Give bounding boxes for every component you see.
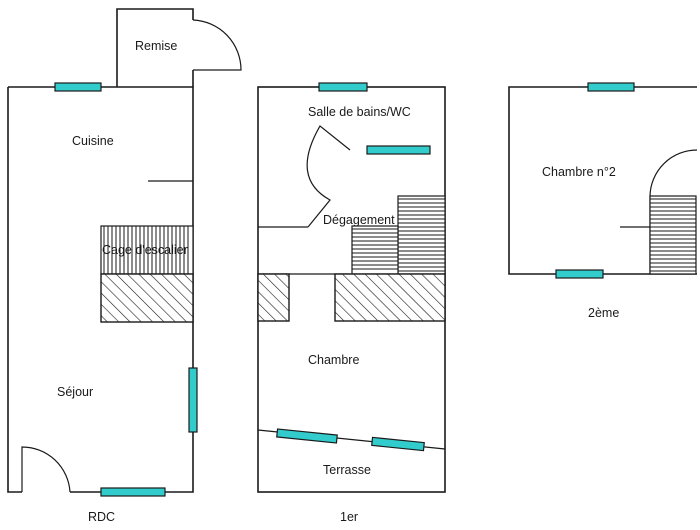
first-floor-plan: Salle de bains/WC Dégagement Chambre Ter… (257, 82, 446, 524)
first-hatched-left (257, 273, 290, 322)
caption-1er: 1er (340, 510, 358, 524)
label-cage-escalier: Cage d'escalier (102, 243, 188, 257)
rdc-window-bottom (100, 487, 166, 497)
caption-2eme: 2ème (588, 306, 619, 320)
bathroom-door (306, 125, 351, 228)
label-sejour: Séjour (57, 385, 93, 399)
remise-door (192, 19, 242, 71)
terrace-window-right (371, 436, 425, 452)
rdc-hatched-block (100, 273, 194, 323)
caption-rdc: RDC (88, 510, 115, 524)
first-window-top (318, 82, 368, 92)
label-chambre-2: Chambre n°2 (542, 165, 616, 179)
second-stair-enclosure (649, 149, 698, 274)
rdc-plan: Remise Cuisine Cage d'escalier Séjour RD… (7, 8, 242, 524)
rdc-window-top (54, 82, 102, 92)
second-window-top (587, 82, 635, 92)
entrance-door (21, 446, 71, 493)
label-remise: Remise (135, 39, 177, 53)
rdc-window-right (188, 367, 198, 433)
terrace-window-left (276, 428, 338, 444)
label-salle-de-bains: Salle de bains/WC (308, 105, 411, 119)
remise-walls (116, 8, 194, 87)
label-degagement: Dégagement (323, 213, 395, 227)
first-staircase (351, 195, 446, 275)
first-window-bathroom (366, 145, 431, 155)
first-partitions (258, 226, 350, 275)
label-terrasse: Terrasse (323, 463, 371, 477)
second-floor-plan: Chambre n°2 2ème (508, 82, 698, 320)
label-chambre: Chambre (308, 353, 359, 367)
first-hatched-right (334, 273, 446, 322)
second-staircase (649, 195, 697, 275)
label-cuisine: Cuisine (72, 134, 114, 148)
second-window-bottom (555, 269, 604, 279)
